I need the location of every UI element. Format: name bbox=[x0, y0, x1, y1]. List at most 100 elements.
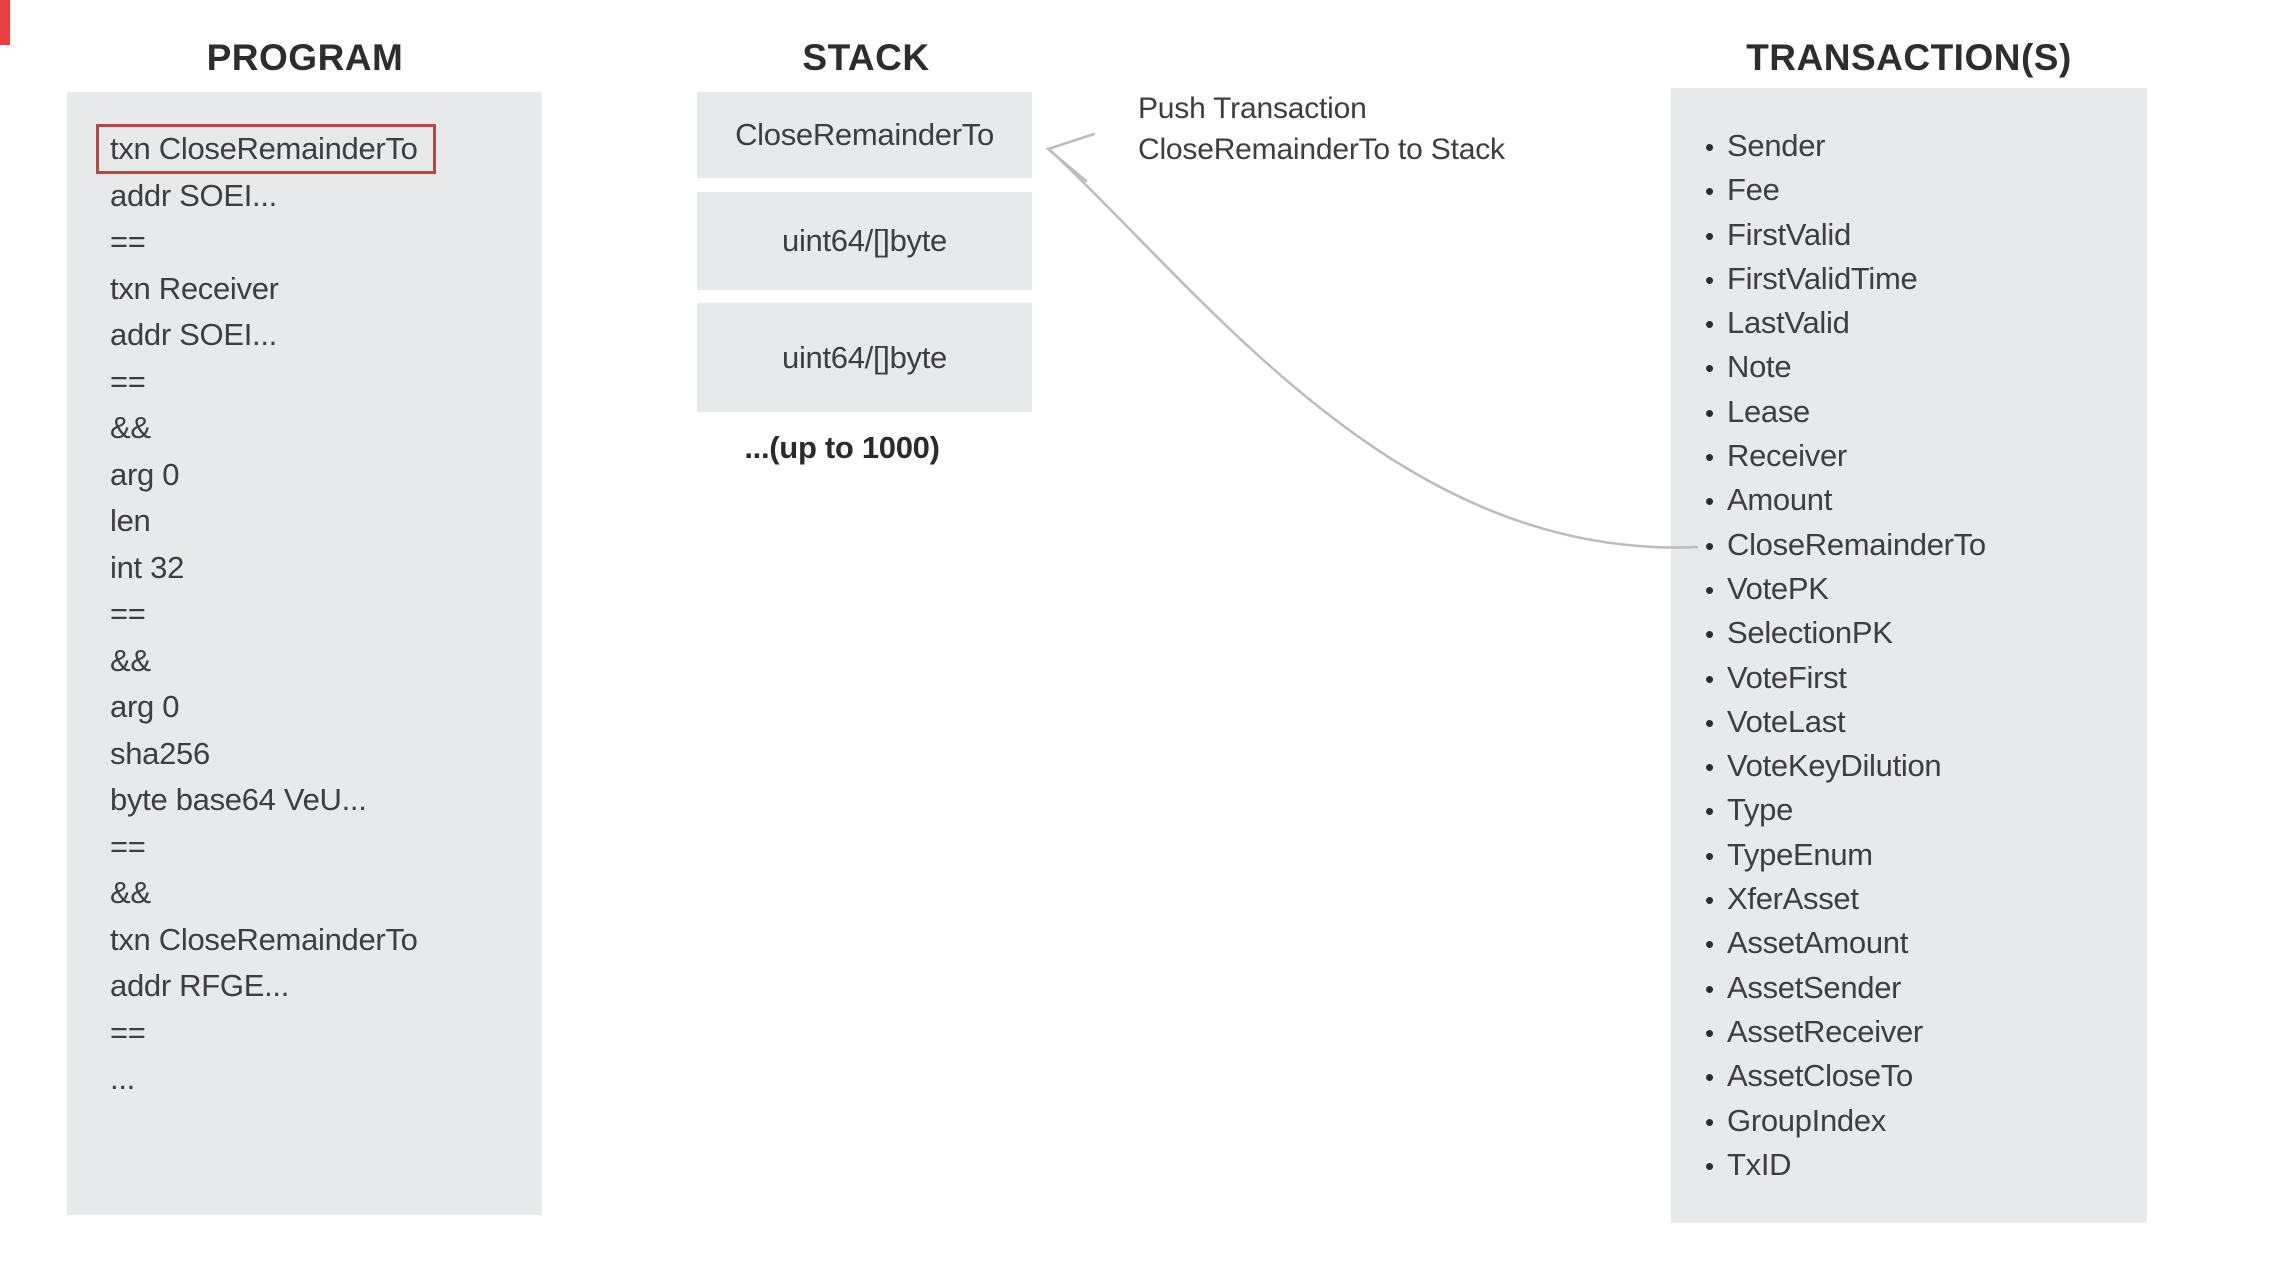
program-column-title: PROGRAM bbox=[206, 37, 404, 78]
bullet-icon: • bbox=[1705, 1017, 1714, 1048]
screen-edge-artifact bbox=[0, 0, 10, 45]
transaction-field-row: • TypeEnum bbox=[1671, 833, 2147, 877]
bullet-icon: • bbox=[1705, 1150, 1714, 1181]
program-line: && bbox=[110, 875, 151, 910]
bullet-icon: • bbox=[1705, 796, 1714, 827]
bullet-icon: • bbox=[1705, 619, 1714, 650]
transaction-field-label: Receiver bbox=[1727, 438, 1847, 474]
program-line: == bbox=[110, 1014, 146, 1050]
transaction-field-label: Sender bbox=[1727, 128, 1826, 163]
transaction-field-label: FirstValid bbox=[1727, 216, 1851, 252]
bullet-icon: • bbox=[1705, 132, 1714, 162]
transaction-field-row: • VoteFirst bbox=[1671, 656, 2147, 700]
transaction-field-label: TxID bbox=[1727, 1146, 1792, 1182]
program-line: txn CloseRemainderTo bbox=[110, 921, 418, 957]
stack-slot-top: CloseRemainderTo bbox=[697, 92, 1032, 178]
transaction-field-row: • FirstValid bbox=[1671, 213, 2147, 257]
bullet-icon: • bbox=[1705, 885, 1714, 916]
transactions-panel bbox=[1671, 88, 2147, 1223]
bullet-icon: • bbox=[1705, 707, 1714, 738]
bullet-icon: • bbox=[1705, 176, 1714, 207]
transaction-field-row: •XferAsset bbox=[1671, 877, 2147, 921]
transaction-field-label: Lease bbox=[1727, 393, 1810, 429]
transaction-field-label: VotePK bbox=[1727, 570, 1829, 606]
program-line: ... bbox=[110, 1061, 135, 1096]
transaction-field-label: AssetAmount bbox=[1727, 925, 1909, 961]
transaction-field-row: • AssetSender bbox=[1671, 966, 2147, 1010]
transaction-field-label: VoteKeyDilution bbox=[1727, 748, 1942, 784]
program-line: == bbox=[110, 828, 146, 864]
transaction-field-label: Fee bbox=[1727, 172, 1780, 208]
transaction-field-label: AssetCloseTo bbox=[1727, 1058, 1913, 1094]
program-line: arg 0 bbox=[110, 689, 180, 724]
transaction-field-label: Note bbox=[1727, 349, 1792, 385]
program-line: arg 0 bbox=[110, 456, 180, 492]
bullet-icon: • bbox=[1705, 530, 1714, 561]
transaction-field-row: • AssetAmount bbox=[1671, 921, 2147, 965]
bullet-icon: • bbox=[1705, 840, 1714, 871]
push-arrow-curve bbox=[1048, 148, 1699, 549]
transaction-field-row: • VoteLast bbox=[1671, 700, 2147, 744]
push-annotation-line2: CloseRemainderTo to Stack bbox=[1138, 133, 1505, 166]
transaction-field-label: SelectionPK bbox=[1727, 615, 1893, 651]
transaction-field-label: VoteLast bbox=[1727, 703, 1846, 739]
transaction-field-label: CloseRemainderTo bbox=[1727, 526, 1986, 562]
program-line: txn CloseRemainderTo bbox=[110, 131, 418, 166]
transaction-field-row: • Amount bbox=[1671, 478, 2147, 522]
transaction-field-label: Type bbox=[1727, 792, 1794, 828]
program-line: byte base64 VeU... bbox=[110, 782, 367, 817]
transaction-field-row: • Fee bbox=[1671, 168, 2147, 212]
transaction-field-row: • Sender bbox=[1671, 124, 2147, 168]
bullet-icon: • bbox=[1705, 264, 1714, 295]
transactions-column-title: TRANSACTION(S) bbox=[1746, 37, 2072, 78]
bullet-icon: • bbox=[1705, 442, 1714, 473]
stack-capacity-note: ...(up to 1000) bbox=[744, 430, 940, 465]
transaction-field-row: • LastValid bbox=[1671, 301, 2147, 345]
bullet-icon: • bbox=[1705, 973, 1714, 1004]
program-line: sha256 bbox=[110, 735, 210, 771]
bullet-icon: • bbox=[1705, 220, 1714, 251]
transaction-field-row: • Receiver bbox=[1671, 434, 2147, 478]
highlighted-instruction-box bbox=[96, 124, 436, 174]
transaction-field-label: LastValid bbox=[1727, 305, 1850, 341]
bullet-icon: • bbox=[1705, 929, 1714, 960]
transaction-field-label: VoteFirst bbox=[1727, 659, 1847, 695]
transaction-field-label: FirstValidTime bbox=[1727, 260, 1918, 296]
stack-slot-2: uint64/[]byte bbox=[697, 192, 1032, 290]
program-line: && bbox=[110, 642, 151, 678]
program-code-list: txn CloseRemainderTo addr SOEI... == txn Re… bbox=[110, 126, 540, 1103]
program-line: == bbox=[110, 363, 146, 399]
transaction-field-label: TypeEnum bbox=[1727, 836, 1873, 872]
program-line: == bbox=[110, 596, 146, 631]
transaction-field-label: Amount bbox=[1727, 482, 1833, 518]
program-line: && bbox=[110, 410, 151, 445]
bullet-icon: • bbox=[1705, 486, 1714, 517]
bullet-icon: • bbox=[1705, 353, 1714, 384]
bullet-icon: • bbox=[1705, 1106, 1714, 1137]
transaction-field-label: AssetSender bbox=[1727, 969, 1902, 1005]
transaction-field-row: •VotePK bbox=[1671, 567, 2147, 611]
transaction-field-label: AssetReceiver bbox=[1727, 1013, 1923, 1049]
push-annotation: Push Transaction CloseRemainderTo to Sta… bbox=[1138, 88, 1658, 170]
transaction-field-row: • Note bbox=[1671, 345, 2147, 389]
program-line: int 32 bbox=[110, 549, 185, 585]
transaction-field-row: • Lease bbox=[1671, 390, 2147, 434]
program-line: == bbox=[110, 224, 146, 259]
stack-slot-3: uint64/[]byte bbox=[697, 303, 1032, 412]
transaction-field-row: • AssetReceiver bbox=[1671, 1010, 2147, 1054]
transaction-field-row: • AssetCloseTo bbox=[1671, 1054, 2147, 1098]
stack-column-title: STACK bbox=[802, 37, 930, 78]
transaction-field-label: GroupIndex bbox=[1727, 1102, 1886, 1138]
push-annotation-line1: Push Transaction bbox=[1138, 92, 1367, 125]
program-line: txn Receiver bbox=[110, 270, 279, 306]
bullet-icon: • bbox=[1705, 397, 1714, 428]
transaction-field-row: • GroupIndex bbox=[1671, 1099, 2147, 1143]
transaction-field-row: • FirstValidTime bbox=[1671, 257, 2147, 301]
bullet-icon: • bbox=[1705, 663, 1714, 694]
bullet-icon: • bbox=[1705, 1062, 1714, 1093]
bullet-icon: • bbox=[1705, 309, 1714, 340]
transaction-field-row: • SelectionPK bbox=[1671, 611, 2147, 655]
transaction-field-row: • CloseRemainderTo bbox=[1671, 523, 2147, 567]
program-line: addr SOEI... bbox=[110, 177, 277, 213]
